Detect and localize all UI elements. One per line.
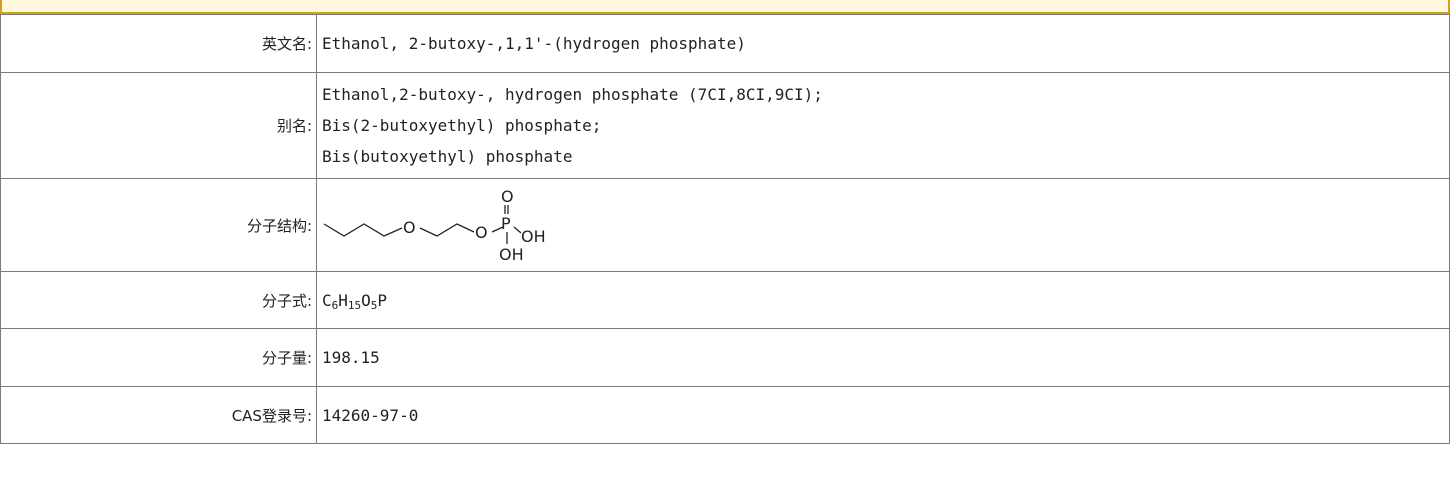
molecular-weight-label: 分子量: xyxy=(0,328,317,387)
top-banner-bar xyxy=(0,0,1450,14)
english-name-label: 英文名: xyxy=(0,14,317,73)
formula-element: P xyxy=(377,290,388,310)
formula-count: 5 xyxy=(370,298,378,312)
ether-oxygen-atom: O xyxy=(403,218,416,237)
double-bond-oxygen-atom: O xyxy=(501,187,514,206)
molecular-weight-value: 198.15 xyxy=(316,328,1450,387)
formula-count: 6 xyxy=(331,298,339,312)
synonym-2: Bis(2-butoxyethyl) phosphate; xyxy=(322,116,602,135)
row-synonyms: 别名: Ethanol,2-butoxy-, hydrogen phosphat… xyxy=(0,72,1450,179)
formula-element: O xyxy=(361,290,371,310)
formula-element: H xyxy=(338,290,348,310)
english-name-value: Ethanol, 2-butoxy-,1,1'-(hydrogen phosph… xyxy=(316,14,1450,73)
row-structure: 分子结构: O O P O OH OH xyxy=(0,178,1450,272)
structure-value: O O P O OH OH xyxy=(316,178,1450,272)
formula-element: C xyxy=(322,290,332,310)
molecular-structure-image: O O P O OH OH xyxy=(323,187,546,264)
synonyms-value: Ethanol,2-butoxy-, hydrogen phosphate (7… xyxy=(316,72,1450,179)
cas-number-value: 14260-97-0 xyxy=(316,386,1450,444)
formula-label: 分子式: xyxy=(0,271,317,329)
hydroxyl-right-group: OH xyxy=(521,227,546,246)
ester-oxygen-atom: O xyxy=(475,223,488,242)
row-english-name: 英文名: Ethanol, 2-butoxy-,1,1'-(hydrogen p… xyxy=(0,14,1450,73)
formula-value: C6H15O5P xyxy=(316,271,1450,329)
row-formula: 分子式: C6H15O5P xyxy=(0,271,1450,329)
synonyms-label: 别名: xyxy=(0,72,317,179)
synonym-3: Bis(butoxyethyl) phosphate xyxy=(322,147,573,166)
row-cas-number: CAS登录号: 14260-97-0 xyxy=(0,386,1450,444)
hydroxyl-down-group: OH xyxy=(499,245,524,264)
phosphorus-atom: P xyxy=(501,214,511,233)
formula-count: 15 xyxy=(347,298,362,312)
synonym-1: Ethanol,2-butoxy-, hydrogen phosphate (7… xyxy=(322,85,823,104)
row-molecular-weight: 分子量: 198.15 xyxy=(0,328,1450,387)
compound-properties-table: 英文名: Ethanol, 2-butoxy-,1,1'-(hydrogen p… xyxy=(0,14,1450,444)
structure-label: 分子结构: xyxy=(0,178,317,272)
cas-number-label: CAS登录号: xyxy=(0,386,317,444)
